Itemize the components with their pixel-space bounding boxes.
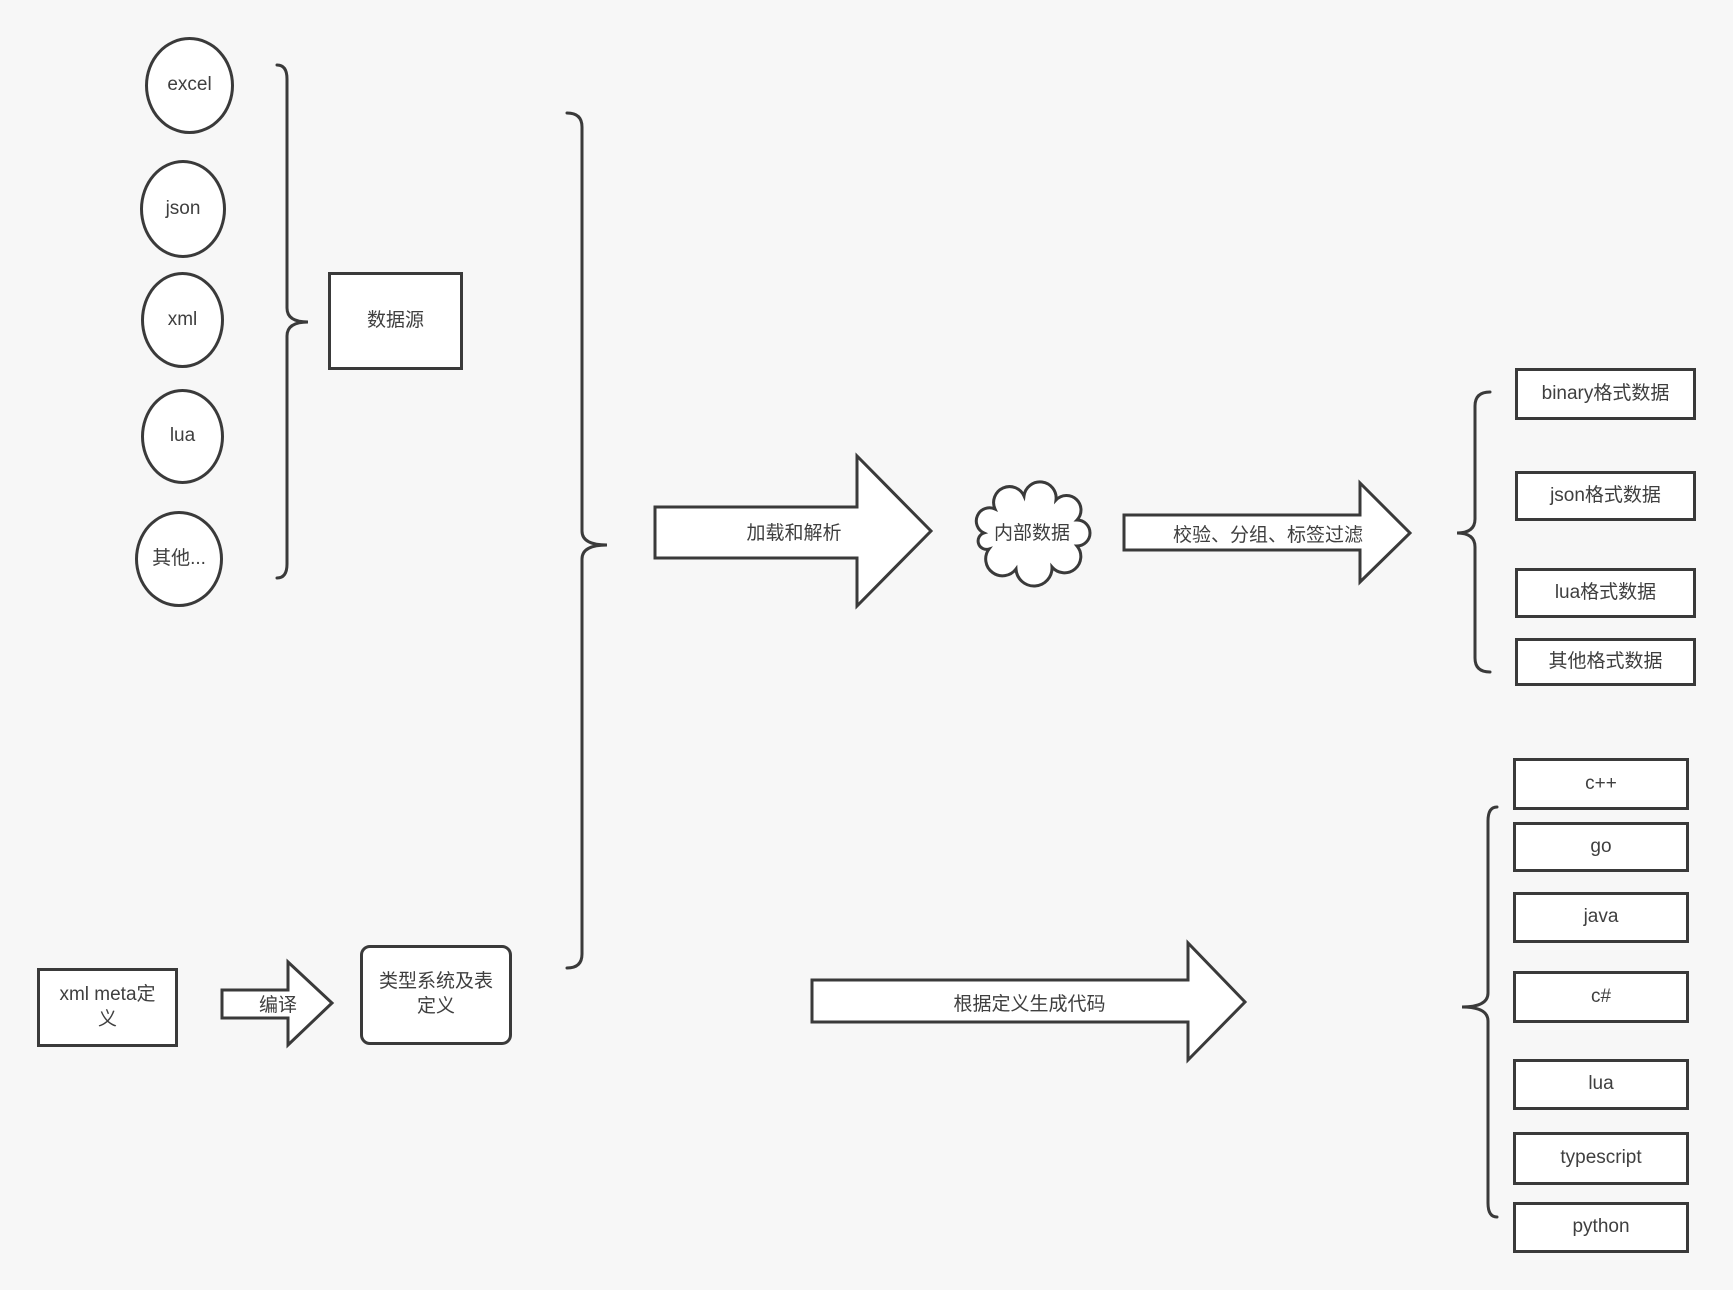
internal-data-label: 内部数据 [993,522,1070,544]
compile-arrow-label: 编译 [258,995,297,1016]
sources-brace [275,63,309,580]
format-label-json: json格式数据 [1550,484,1661,506]
source-ellipse-lua: lua [141,389,224,484]
load-parse-arrow: 加载和解析 [653,452,934,610]
compile-arrow: 编译 [220,958,335,1049]
validate-group-filter-arrow-label: 校验、分组、标签过滤 [1172,524,1363,546]
data-source-label: 数据源 [366,309,424,331]
language-label-python: python [1572,1216,1630,1238]
language-label-lua: lua [1588,1073,1614,1095]
format-box-binary: binary格式数据 [1515,368,1696,420]
language-label-java: java [1583,906,1619,928]
source-ellipse-xml: xml [141,272,224,368]
formats-brace [1456,390,1492,674]
xml-meta-label: xml meta定义 [59,983,156,1030]
format-box-json: json格式数据 [1515,471,1696,521]
source-label-other: 其他... [152,547,206,569]
xml-meta-box: xml meta定义 [37,968,178,1047]
source-label-xml: xml [167,308,198,330]
data-source-box: 数据源 [328,272,463,370]
compile-arrow-shape [220,958,335,1049]
languages-brace [1461,805,1499,1219]
language-label-typescript: typescript [1560,1147,1642,1169]
all-inputs-brace [565,111,608,970]
type-system-label: 类型系统及表定义 [378,971,493,1017]
language-label-cpp: c++ [1585,772,1617,794]
type-system-box: 类型系统及表定义 [360,945,512,1045]
language-label-csharp: c# [1590,985,1612,1007]
source-label-json: json [165,197,201,219]
internal-data-cloud-shape [974,480,1092,588]
load-parse-arrow-shape [653,452,934,610]
language-box-typescript: typescript [1513,1132,1689,1185]
generate-code-arrow-shape [810,939,1248,1064]
language-label-go: go [1590,835,1612,857]
language-box-cpp: c++ [1513,758,1689,810]
format-box-other: 其他格式数据 [1515,638,1696,686]
validate-group-filter-arrow: 校验、分组、标签过滤 [1122,479,1413,586]
source-ellipse-excel: excel [145,37,234,134]
validate-group-filter-arrow-shape [1122,479,1413,586]
source-label-excel: excel [167,74,212,96]
generate-code-arrow-label: 根据定义生成代码 [953,993,1106,1015]
language-box-python: python [1513,1202,1689,1253]
source-ellipse-other: 其他... [135,511,223,607]
internal-data-cloud: 内部数据 [973,480,1092,588]
generate-code-arrow: 根据定义生成代码 [810,939,1248,1064]
source-ellipse-json: json [140,160,226,258]
language-box-lua: lua [1513,1059,1689,1110]
load-parse-arrow-label: 加载和解析 [746,522,842,544]
format-label-lua: lua格式数据 [1554,581,1657,603]
format-box-lua: lua格式数据 [1515,568,1696,618]
language-box-go: go [1513,822,1689,872]
format-label-binary: binary格式数据 [1541,382,1670,404]
language-box-csharp: c# [1513,971,1689,1023]
source-label-lua: lua [169,425,196,447]
language-box-java: java [1513,892,1689,943]
format-label-other: 其他格式数据 [1548,650,1663,672]
